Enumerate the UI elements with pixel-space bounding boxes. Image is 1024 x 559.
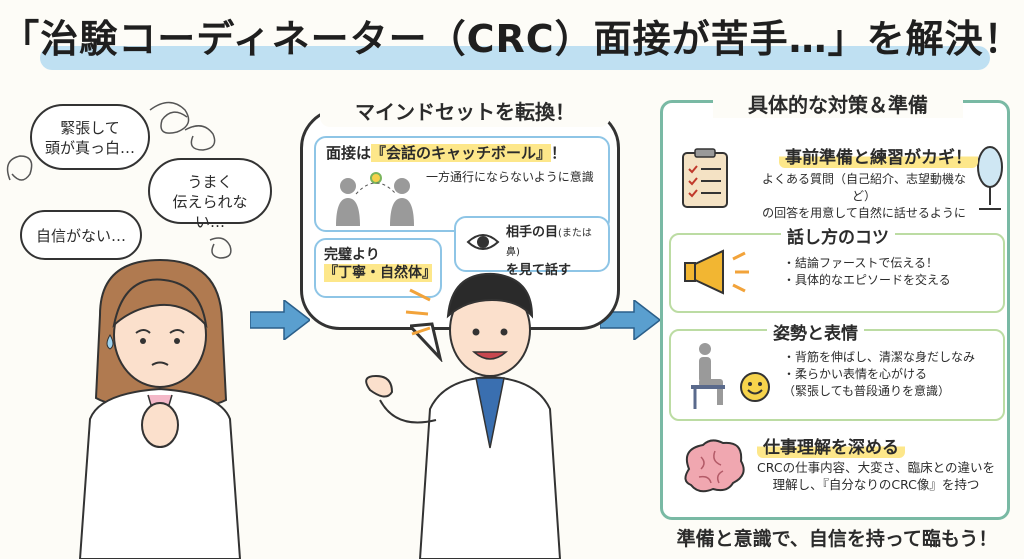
catchball-people-icon <box>336 172 414 226</box>
confident-man-illustration <box>365 272 562 559</box>
catchball-subtext: 一方通行にならないように意識 <box>426 170 594 184</box>
preparation-line: よくある質問（自己紹介、志望動機など） <box>761 172 966 203</box>
thought-text: 自信がない… <box>35 227 126 245</box>
job-understanding-line: 理解し、『自分なりのCRC像』を持つ <box>772 477 980 492</box>
job-understanding-section: 仕事理解を深める CRCの仕事内容、大変さ、臨床との違いを 理解し、『自分なりの… <box>669 433 1005 513</box>
preparation-line: の回答を用意して自然に話せるように <box>762 206 966 220</box>
thought-text: うまく 伝えられない… <box>172 173 248 231</box>
worried-woman-illustration <box>78 258 242 559</box>
speaking-heading: 話し方のコツ <box>781 223 895 248</box>
mindset-panel: マインドセットを転換！ 面接は『会話のキャッチボール』！ 一方通行にならないよう… <box>300 90 640 559</box>
eye-contact-line1: 相手の目(または鼻) <box>506 224 600 262</box>
speaking-line: ・結論ファーストで伝える！ <box>783 256 939 270</box>
natural-card: 完璧より 『丁寧・自然体』 <box>314 238 442 298</box>
posture-heading: 姿勢と表情 <box>767 319 864 344</box>
footer-message: 準備と意識で、自信を持って臨もう！ <box>676 528 998 550</box>
megaphone-icon <box>684 249 749 295</box>
preparation-body: よくある質問（自己紹介、志望動機など） の回答を用意して自然に話せるように <box>759 171 969 222</box>
speaking-line: ・具体的なエピソードを交える <box>783 273 951 287</box>
thought-cloud: 自信がない… <box>20 210 142 260</box>
posture-line: ・柔らかい表情を心がける <box>783 367 928 381</box>
catchball-heading: 面接は『会話のキャッチボール』！ <box>326 144 566 162</box>
catchball-heading-pre: 面接は <box>326 144 372 162</box>
title-band <box>40 46 990 70</box>
measures-panel: 具体的な対策＆準備 事前準備と練習がカギ！ よくある質問（自己紹介、志望動機など… <box>660 89 1010 520</box>
posture-section: 姿勢と表情 ・背筋を伸ばし、清潔な身だしなみ ・柔らかい表情を心がける （緊張し… <box>669 319 1005 421</box>
arrow-right-icon <box>250 300 310 340</box>
eye-contact-main: 相手の目 <box>506 225 559 240</box>
catchball-highlight: 『会話のキャッチボール』 <box>371 144 552 162</box>
title-area: 「治験コーディネーター（CRC）面接が苦手…」を解決！ <box>0 0 1024 80</box>
thought-cloud: うまく 伝えられない… <box>148 158 272 231</box>
checklist-icon <box>682 148 728 208</box>
arrow-right-icon <box>600 300 660 340</box>
measures-heading: 具体的な対策＆準備 <box>713 89 963 118</box>
natural-highlight: 『丁寧・自然体』 <box>324 264 436 282</box>
seated-person-icon <box>691 343 725 409</box>
job-understanding-line: CRCの仕事内容、大変さ、臨床との違いを <box>757 460 995 475</box>
brain-icon <box>684 439 745 493</box>
job-understanding-heading: 仕事理解を深める <box>757 433 905 458</box>
thought-text: 緊張して 頭が真っ白… <box>44 119 135 157</box>
thought-cloud: 緊張して 頭が真っ白… <box>30 104 150 170</box>
speaking-section: 話し方のコツ ・結論ファーストで伝える！ ・具体的なエピソードを交える <box>669 223 1005 313</box>
speaking-body: ・結論ファーストで伝える！ ・具体的なエピソードを交える <box>783 255 993 289</box>
eye-contact-card: 相手の目(または鼻) を見て話す <box>454 216 610 278</box>
eye-icon <box>466 234 500 250</box>
page-title: 「治験コーディネーター（CRC）面接が苦手…」を解決！ <box>1 17 1023 61</box>
mirror-icon <box>977 146 1003 210</box>
worried-panel: 緊張して 頭が真っ白… うまく 伝えられない… 自信がない… <box>0 90 272 559</box>
preparation-section: 事前準備と練習がカギ！ よくある質問（自己紹介、志望動機など） の回答を用意して… <box>669 143 1005 223</box>
job-understanding-body: CRCの仕事内容、大変さ、臨床との違いを 理解し、『自分なりのCRC像』を持つ <box>751 459 1001 493</box>
posture-body: ・背筋を伸ばし、清潔な身だしなみ ・柔らかい表情を心がける （緊張しても普段通り… <box>783 349 1003 400</box>
catchball-heading-post: ！ <box>551 144 567 162</box>
posture-line: （緊張しても普段通りを意識） <box>783 384 951 398</box>
mindset-heading: マインドセットを転換！ <box>320 94 610 127</box>
eye-contact-small: (または鼻) <box>506 228 592 258</box>
stress-scribble-icon <box>6 101 232 259</box>
preparation-heading: 事前準備と練習がカギ！ <box>779 143 978 168</box>
eye-contact-line2: を見て話す <box>506 263 572 278</box>
natural-line1: 完璧より <box>324 247 380 263</box>
smile-icon <box>740 372 770 402</box>
posture-line: ・背筋を伸ばし、清潔な身だしなみ <box>783 350 976 364</box>
